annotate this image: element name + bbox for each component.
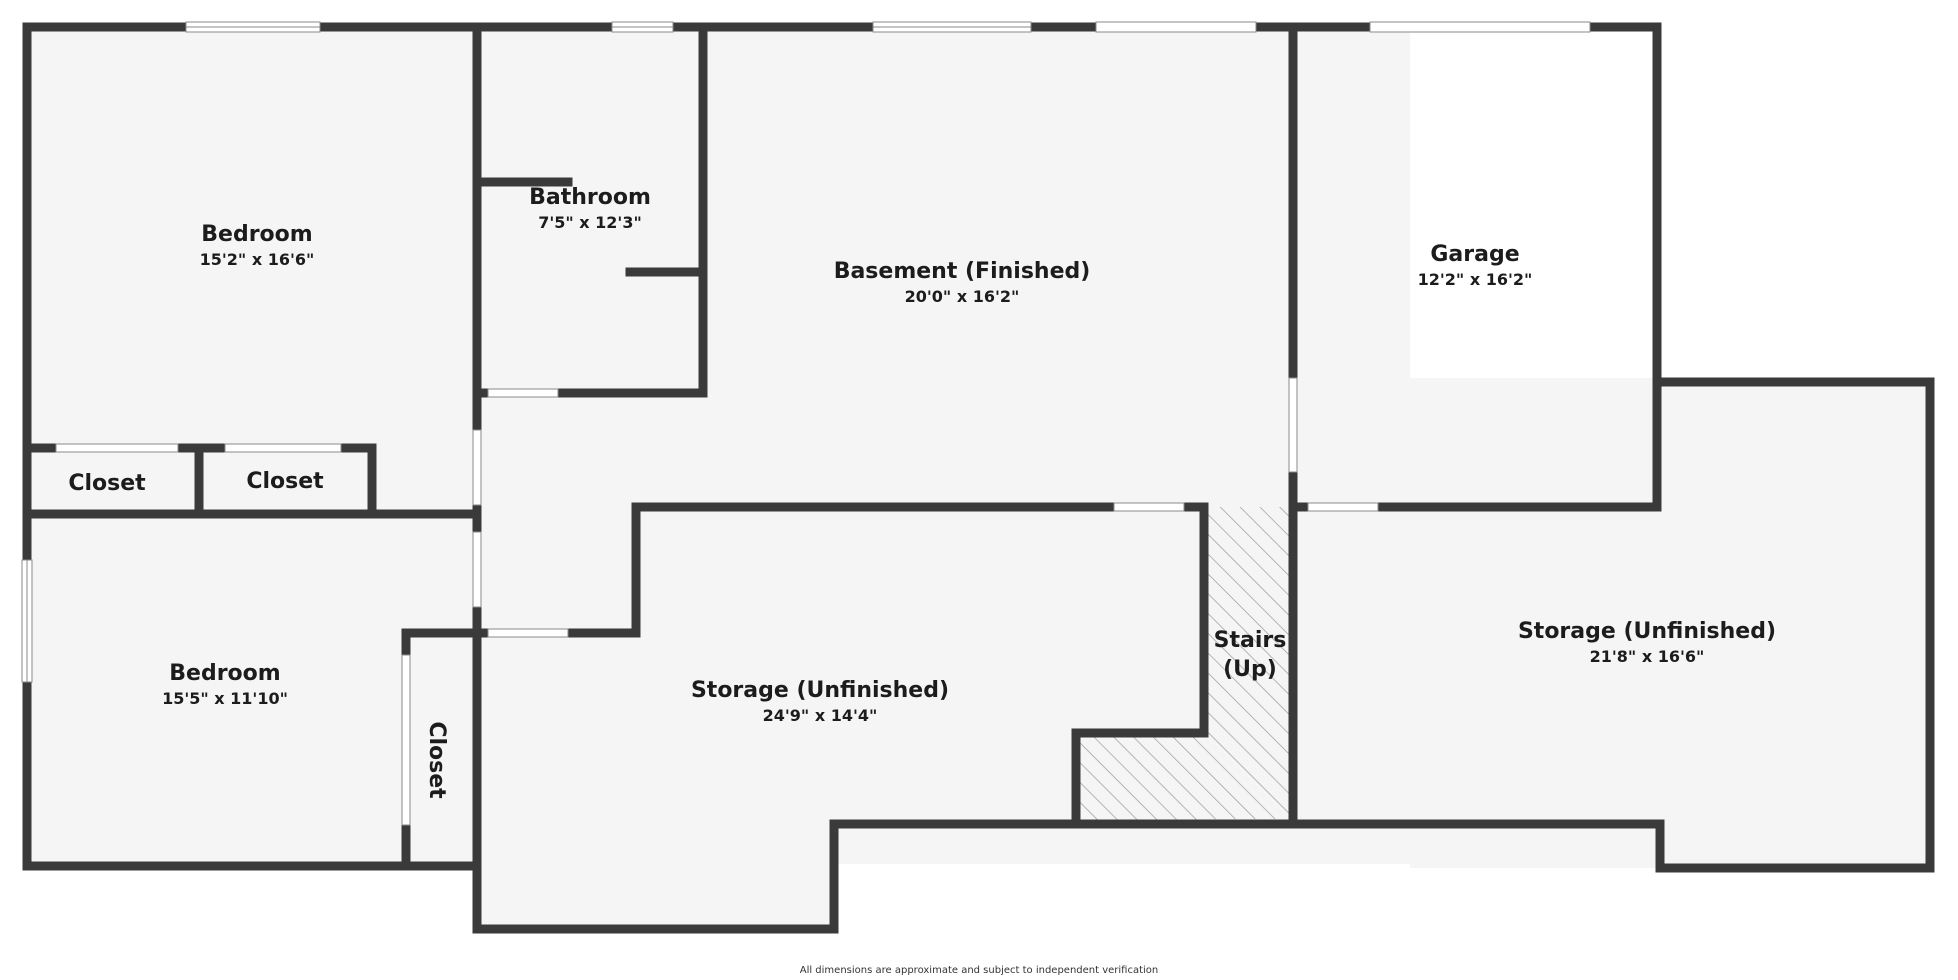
floor-fills — [27, 27, 1928, 929]
room-name-basement: Basement (Finished) — [834, 259, 1091, 284]
room-labels: Bedroom 15'2" x 16'6" Bathroom 7'5" x 12… — [68, 185, 1776, 799]
door-closet-mid — [224, 443, 342, 453]
door-storage-center-top — [1113, 502, 1185, 512]
room-name-garage: Garage — [1430, 242, 1519, 267]
room-name-storage-right: Storage (Unfinished) — [1518, 619, 1776, 644]
stairs-landing-hatch — [1080, 733, 1204, 820]
disclaimer-text: All dimensions are approximate and subje… — [800, 965, 1159, 976]
door-storage-center — [487, 628, 569, 638]
room-dims-bedroom-top: 15'2" x 16'6" — [200, 250, 315, 269]
room-dims-storage-center: 24'9" x 14'4" — [763, 706, 878, 725]
walls — [22, 22, 1935, 934]
room-name-closet-vertical: Closet — [424, 721, 449, 799]
room-name-stairs-line2: (Up) — [1223, 657, 1277, 682]
room-dims-storage-right: 21'8" x 16'6" — [1590, 647, 1705, 666]
door-bathroom — [487, 388, 559, 398]
window-basement-right — [1095, 21, 1257, 33]
room-name-bedroom-bottom: Bedroom — [169, 661, 280, 686]
room-dims-bathroom: 7'5" x 12'3" — [538, 213, 642, 232]
door-closet-vertical — [401, 654, 411, 826]
room-dims-bedroom-bottom: 15'5" x 11'10" — [162, 689, 288, 708]
room-name-bathroom: Bathroom — [529, 185, 651, 210]
room-dims-garage: 12'2" x 16'2" — [1418, 270, 1533, 289]
room-name-bedroom-top: Bedroom — [201, 222, 312, 247]
door-closet-left — [55, 443, 179, 453]
openings — [21, 21, 1591, 826]
door-storage-right — [1307, 502, 1379, 512]
room-dims-basement: 20'0" x 16'2" — [905, 287, 1020, 306]
room-name-closet-left: Closet — [68, 471, 146, 496]
room-name-storage-center: Storage (Unfinished) — [691, 678, 949, 703]
door-bedroom-top — [472, 429, 482, 506]
window-garage — [1369, 21, 1591, 33]
room-name-stairs-line1: Stairs — [1214, 628, 1287, 653]
door-bedroom-bottom — [472, 531, 482, 608]
room-name-closet-mid: Closet — [246, 469, 324, 494]
door-garage — [1288, 377, 1298, 473]
